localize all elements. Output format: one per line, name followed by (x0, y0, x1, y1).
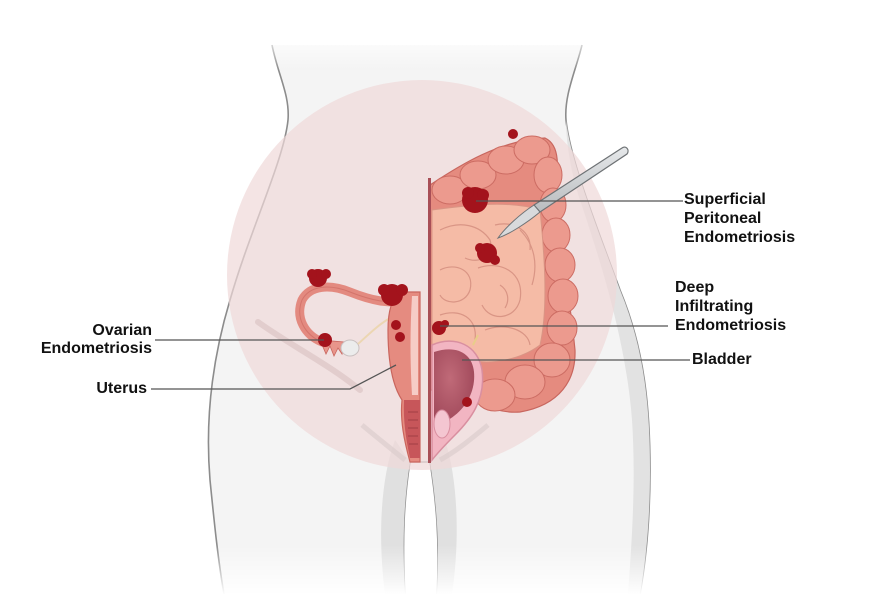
endometriosis-lesion-icon (475, 243, 500, 265)
endometriosis-lesion-icon (508, 129, 518, 139)
label-bladder: Bladder (692, 351, 752, 368)
label-uterus: Uterus (96, 380, 147, 397)
ovary (340, 339, 360, 357)
endometriosis-lesion-icon (378, 284, 408, 306)
label-superficial-peritoneal-endometriosis: Superficial Peritoneal Endometriosis (684, 191, 796, 246)
endometriosis-lesion-icon (462, 187, 489, 213)
endometriosis-lesion-icon (318, 333, 332, 347)
label-deep-infiltrating-endometriosis: Deep Infiltrating Endometriosis (675, 279, 787, 334)
label-ovarian-endometriosis: Ovarian Endometriosis (40, 322, 152, 357)
endometriosis-lesion-icon (307, 269, 331, 287)
leader-uterus (151, 364, 397, 390)
sagittal-cut-line (428, 178, 431, 463)
endometriosis-lesion-icon (462, 397, 472, 407)
endometriosis-lesion-icon (391, 320, 405, 342)
small-intestine (431, 203, 546, 363)
scalpel-icon (496, 146, 629, 239)
endometriosis-lesions (307, 129, 518, 407)
leader-lines (151, 200, 690, 390)
